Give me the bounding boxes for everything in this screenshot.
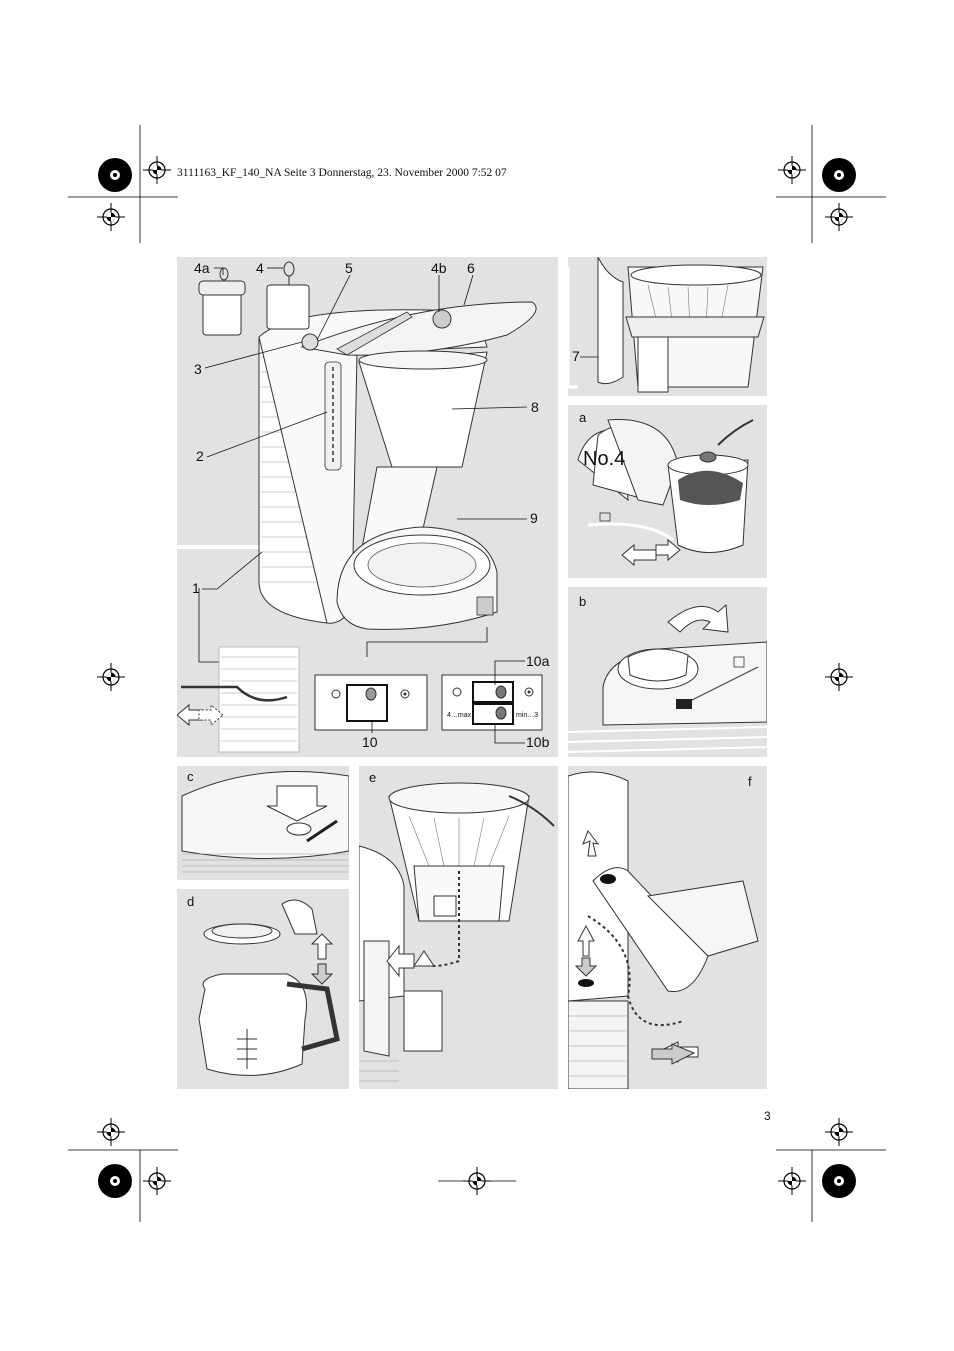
filter-holder-panel: 7 <box>568 257 767 396</box>
filter-size-text: No.4 <box>583 448 626 470</box>
callout-6: 6 <box>467 260 475 276</box>
registration-mark-icon <box>462 1166 492 1196</box>
main-figure-panel: 4a 4 5 4b 6 3 2 8 9 1 10a 10 10b 4…max m… <box>177 257 558 757</box>
step-d-illustration <box>198 899 340 1076</box>
callout-10a: 10a <box>526 653 550 669</box>
star-mark-icon <box>98 1164 132 1198</box>
registration-mark-icon <box>96 202 126 232</box>
step-c-panel: c <box>177 766 349 880</box>
step-e-panel: e <box>359 766 558 1089</box>
callout-2: 2 <box>196 448 204 464</box>
step-f-illustration <box>568 771 759 1089</box>
step-b-label: b <box>579 594 587 609</box>
step-b-panel: b <box>568 587 767 757</box>
callout-8: 8 <box>531 399 539 415</box>
registration-mark-icon <box>142 155 172 185</box>
page-number: 3 <box>764 1109 771 1123</box>
step-a-illustration <box>577 419 754 567</box>
step-d-label: d <box>187 894 195 909</box>
step-f-label: f <box>748 774 752 789</box>
step-e-illustration <box>359 782 555 1082</box>
print-slug: 3111163_KF_140_NA Seite 3 Donnerstag, 23… <box>177 167 507 179</box>
max-cups-label: 4…max <box>447 712 472 719</box>
star-mark-icon <box>822 1164 856 1198</box>
registration-mark-icon <box>96 1117 126 1147</box>
min-cups-label: min…3 <box>516 712 539 719</box>
step-c-illustration <box>181 771 349 873</box>
callout-4: 4 <box>256 260 264 276</box>
callout-10b: 10b <box>526 734 550 750</box>
callout-4a: 4a <box>194 260 210 276</box>
step-a-panel: a No.4 <box>568 405 767 578</box>
coffee-maker-illustration <box>177 261 543 753</box>
step-f-panel: f <box>568 766 767 1089</box>
callout-1: 1 <box>192 580 200 596</box>
callout-7: 7 <box>572 348 580 364</box>
step-c-label: c <box>187 769 194 784</box>
step-a-label: a <box>579 410 587 425</box>
callout-9: 9 <box>530 510 538 526</box>
registration-mark-icon <box>824 1117 854 1147</box>
registration-mark-icon <box>96 662 126 692</box>
star-mark-icon <box>98 158 132 192</box>
step-b-illustration <box>568 603 767 753</box>
filter-holder-illustration <box>568 257 765 393</box>
registration-mark-icon <box>824 662 854 692</box>
callout-3: 3 <box>194 361 202 377</box>
registration-mark-icon <box>777 155 807 185</box>
callout-10: 10 <box>362 734 378 750</box>
callout-4b: 4b <box>431 260 447 276</box>
step-e-label: e <box>369 770 377 785</box>
star-mark-icon <box>822 158 856 192</box>
callout-5: 5 <box>345 260 353 276</box>
step-d-panel: d <box>177 889 349 1089</box>
registration-mark-icon <box>777 1166 807 1196</box>
registration-mark-icon <box>824 202 854 232</box>
registration-mark-icon <box>142 1166 172 1196</box>
